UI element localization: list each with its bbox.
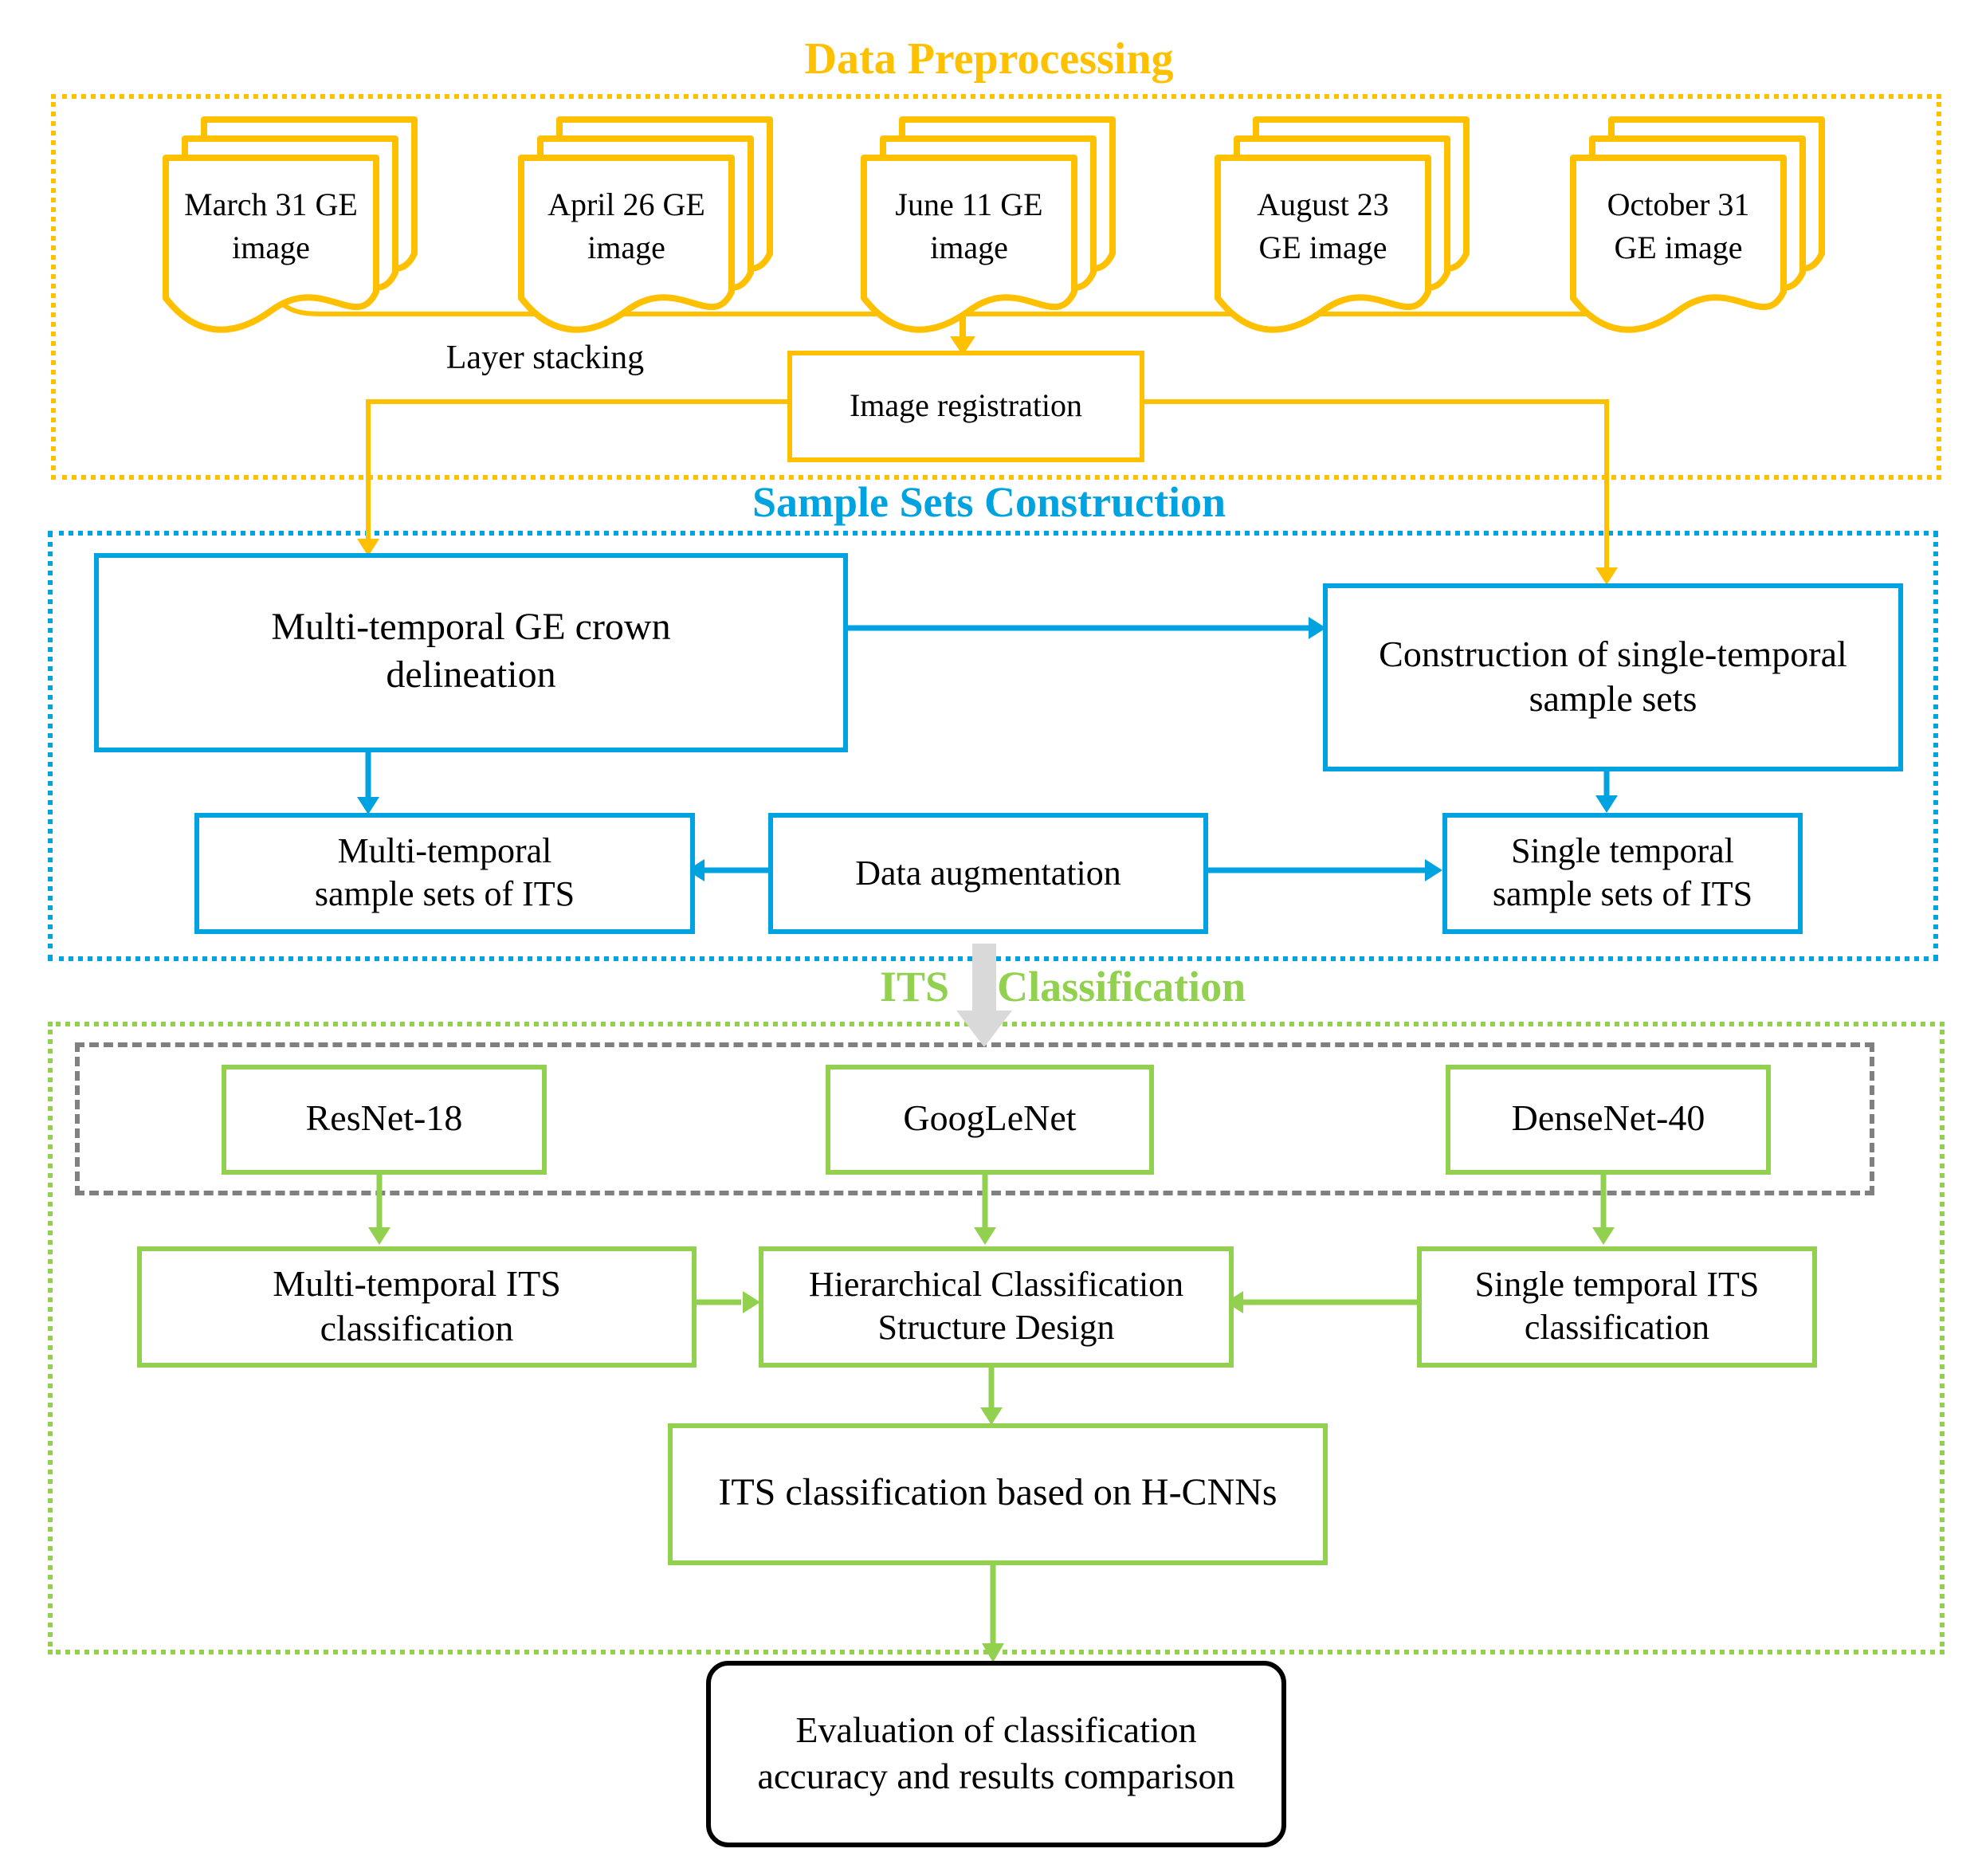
image-registration-box: Image registration [787, 351, 1144, 462]
multi-temporal-sample-sets-box: Multi-temporal sample sets of ITS [194, 813, 695, 934]
evaluation-arrowhead [982, 1643, 1004, 1662]
multi-its-line2: classification [320, 1309, 514, 1348]
hierarchical-line1: Hierarchical Classification [808, 1264, 1184, 1305]
hierarchical-left-arrowhead [743, 1291, 760, 1313]
funnel-arrowhead [950, 336, 975, 355]
classification-title-word2: Classification [997, 963, 1246, 1011]
to-construction-arrowhead [1309, 617, 1326, 639]
evaluation-line1: Evaluation of classification [795, 1710, 1197, 1751]
doc-stack-april: April 26 GE image [518, 116, 776, 352]
doc-label-line1: March 31 GE [184, 188, 358, 223]
augmentation-right-arrowhead [1425, 859, 1442, 881]
doc-label-line2: image [232, 231, 310, 266]
construction-line2: sample sets [1529, 679, 1697, 719]
doc-label-line2: GE image [1614, 231, 1743, 266]
classification-title: ITS Classification [880, 963, 1246, 1012]
doc-label-march: March 31 GE image [163, 155, 379, 301]
doc-label-line1: June 11 GE [895, 188, 1043, 223]
image-registration-label: Image registration [849, 388, 1083, 424]
doc-label-line2: GE image [1258, 231, 1387, 266]
crown-delineation-line2: delineation [386, 654, 556, 696]
evaluation-line2: accuracy and results comparison [757, 1756, 1235, 1796]
doc-label-line1: April 26 GE [547, 188, 705, 223]
multisamples-arrowhead [357, 797, 379, 814]
hierarchical-structure-box: Hierarchical Classification Structure De… [759, 1246, 1234, 1368]
registration-to-delineation-line [366, 399, 791, 540]
construction-arrowhead [1595, 567, 1618, 585]
doc-page-front [1570, 155, 1787, 333]
doc-label-june: June 11 GE image [861, 155, 1077, 301]
singlesamples-arrowhead [1595, 795, 1618, 813]
doc-page-front [861, 155, 1077, 333]
preprocessing-region-border [51, 94, 1941, 480]
hcnn-classification-box: ITS classification based on H-CNNs [668, 1423, 1328, 1565]
multi-its-line1: Multi-temporal ITS [273, 1263, 561, 1304]
googlenet-box: GoogLeNet [826, 1065, 1154, 1175]
resnet-label: ResNet-18 [305, 1098, 463, 1139]
sections-link-arrow-shaft [972, 944, 996, 1011]
doc-page-front [518, 155, 735, 333]
doc-label-april: April 26 GE image [518, 155, 735, 301]
doc-label-october: October 31 GE image [1570, 155, 1787, 301]
single-its-line2: classification [1524, 1307, 1710, 1347]
doc-page-front [1215, 155, 1431, 333]
delineation-arrowhead [357, 539, 379, 556]
doc-stack-august: August 23 GE image [1215, 116, 1473, 352]
doc-label-line2: image [930, 231, 1008, 266]
layer-stacking-label: Layer stacking [445, 338, 645, 376]
hcnn-arrowhead [980, 1407, 1003, 1425]
crown-delineation-line1: Multi-temporal GE crown [271, 607, 671, 650]
densenet-arrowhead [1592, 1227, 1615, 1245]
preprocessing-title: Data Preprocessing [804, 35, 1174, 84]
multi-temporal-its-box: Multi-temporal ITS classification [137, 1246, 697, 1368]
doc-stack-june: June 11 GE image [861, 116, 1119, 352]
doc-page-front [163, 155, 379, 333]
resnet-box: ResNet-18 [222, 1065, 547, 1175]
augmentation-left-arrowhead [687, 859, 704, 881]
doc-label-august: August 23 GE image [1215, 155, 1431, 301]
multi-sample-line2: sample sets of ITS [314, 873, 575, 913]
googlenet-label: GoogLeNet [903, 1098, 1077, 1139]
crown-delineation-box: Multi-temporal GE crown delineation [94, 553, 848, 752]
single-its-line1: Single temporal ITS [1474, 1264, 1760, 1305]
sections-link-arrowhead [956, 1011, 1012, 1047]
data-augmentation-label: Data augmentation [855, 852, 1121, 893]
single-sample-line1: Single temporal [1511, 830, 1734, 871]
data-augmentation-box: Data augmentation [768, 813, 1208, 934]
doc-label-line2: image [587, 231, 665, 266]
doc-stack-march: March 31 GE image [163, 116, 421, 352]
doc-stack-october: October 31 GE image [1570, 116, 1828, 352]
classification-title-word1: ITS [880, 963, 950, 1011]
resnet-arrowhead [368, 1227, 390, 1245]
evaluation-box: Evaluation of classification accuracy an… [706, 1661, 1286, 1847]
single-sample-line2: sample sets of ITS [1492, 873, 1753, 913]
doc-label-line1: August 23 [1257, 188, 1389, 223]
hcnn-label: ITS classification based on H-CNNs [718, 1472, 1277, 1514]
googlenet-arrowhead [974, 1227, 996, 1245]
registration-to-construction-line [1132, 399, 1609, 569]
doc-label-line1: October 31 [1607, 188, 1750, 223]
densenet-label: DenseNet-40 [1511, 1098, 1705, 1139]
cnn-models-group-border [75, 1042, 1874, 1195]
multi-sample-line1: Multi-temporal [337, 830, 552, 871]
densenet-box: DenseNet-40 [1446, 1065, 1771, 1175]
hierarchical-line2: Structure Design [877, 1307, 1115, 1347]
single-temporal-construction-box: Construction of single-temporal sample s… [1323, 583, 1903, 771]
hierarchical-right-arrowhead [1226, 1291, 1243, 1313]
construction-line1: Construction of single-temporal [1379, 634, 1847, 674]
sample-sets-title: Sample Sets Construction [752, 478, 1226, 526]
single-temporal-its-box: Single temporal ITS classification [1417, 1246, 1817, 1368]
single-temporal-sample-sets-box: Single temporal sample sets of ITS [1442, 813, 1803, 934]
